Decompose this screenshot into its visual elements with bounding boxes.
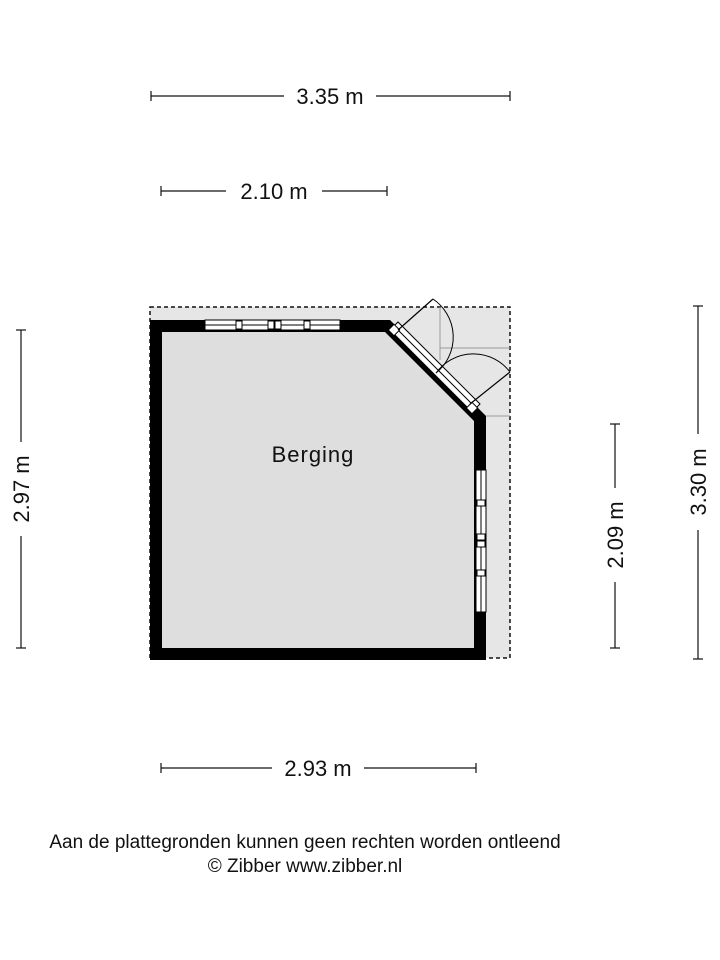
dimension-left: 2.97 m [9, 329, 34, 649]
dimension-right-outer: 3.30 m [686, 305, 711, 660]
dimension-top-outer-label: 3.35 m [296, 84, 363, 109]
dimension-bottom: 2.93 m [160, 756, 477, 781]
top-window [204, 319, 341, 331]
room-floor [162, 332, 474, 648]
dimension-left-label: 2.97 m [9, 455, 34, 522]
room-label: Berging [272, 442, 355, 467]
dimension-right-inner-label: 2.09 m [603, 501, 628, 568]
disclaimer-text: Aan de plattegronden kunnen geen rechten… [49, 832, 561, 853]
dimension-bottom-label: 2.93 m [284, 756, 351, 781]
copyright-text: © Zibber www.zibber.nl [207, 856, 403, 877]
dimension-top-outer: 3.35 m [150, 84, 511, 109]
diagonal-door [387, 298, 511, 415]
dimension-top-inner-label: 2.10 m [240, 179, 307, 204]
dimension-right-outer-label: 3.30 m [686, 448, 711, 515]
dimension-top-inner: 2.10 m [160, 179, 388, 204]
dimension-right-inner: 2.09 m [603, 423, 628, 649]
right-window [475, 469, 487, 613]
